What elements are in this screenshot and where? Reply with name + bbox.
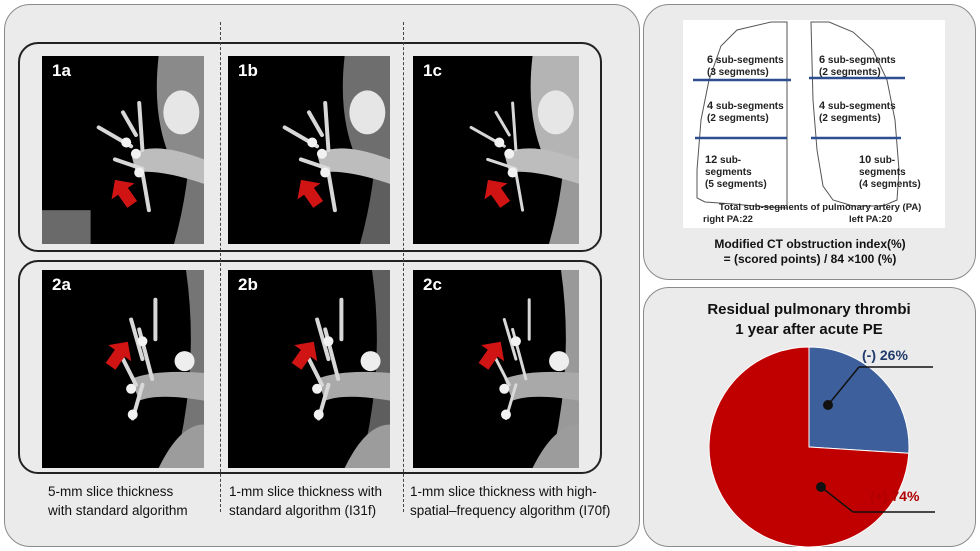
right-lower-lobe-label: 12 sub- segments (5 segments) (705, 154, 767, 190)
pie-title-line-2: 1 year after acute PE (735, 321, 883, 338)
lung-segment-diagram: 6 sub-segments (3 segments) 4 sub-segmen… (683, 20, 945, 228)
caption-column-1: 5-mm slice thickness with standard algor… (48, 484, 188, 518)
column-divider (403, 22, 404, 512)
panel-label: 1b (238, 61, 258, 80)
caption-column-3: 1-mm slice thickness with high- spatial–… (410, 484, 611, 518)
residual-thrombi-pie-chart (708, 346, 935, 547)
left-upper-lobe-label: 6 sub-segments (2 segments) (819, 54, 896, 78)
ct-image-2a: 2a (42, 270, 204, 468)
panel-label: 1c (423, 61, 442, 80)
leader-dot-negative (823, 400, 833, 410)
column-divider (220, 22, 221, 512)
pie-slice-negative (808, 346, 910, 454)
leader-dot-positive (816, 482, 826, 492)
ct-image-1c: 1c (413, 56, 579, 244)
formula-expression: = (scored points) / 84 ×100 (%) (723, 252, 897, 266)
ct-image-1a: 1a (42, 56, 204, 244)
pie-slice-positive (708, 346, 910, 547)
ct-image-1b: 1b (228, 56, 390, 244)
caption-column-2: 1-mm slice thickness with standard algor… (229, 484, 383, 518)
left-lower-lobe-label: 10 sub- segments (4 segments) (859, 154, 921, 190)
leader-line-positive (820, 486, 854, 513)
ct-image-2c: 2c (413, 270, 579, 468)
panel-label: 2b (238, 275, 258, 294)
panel-label: 2c (423, 275, 442, 294)
panel-label: 2a (52, 275, 71, 294)
leader-line-negative (827, 366, 860, 406)
ct-image-2b: 2b (228, 270, 390, 468)
panel-label: 1a (52, 61, 71, 80)
pie-label-negative: (-) 26% (862, 347, 908, 363)
left-middle-lobe-label: 4 sub-segments (2 segments) (819, 100, 896, 124)
pie-label-positive: (+) 74% (870, 488, 920, 504)
right-middle-lobe-label: 4 sub-segments (2 segments) (707, 100, 784, 124)
formula-title: Modified CT obstruction index(%) (714, 237, 906, 251)
pie-title-line-1: Residual pulmonary thrombi (707, 301, 911, 318)
total-subsegments-label: Total sub-segments of pulmonary artery (… (719, 202, 922, 213)
left-pa-count: left PA:20 (849, 214, 893, 225)
right-upper-lobe-label: 6 sub-segments (3 segments) (707, 54, 784, 78)
right-pa-count: right PA:22 (703, 214, 753, 225)
